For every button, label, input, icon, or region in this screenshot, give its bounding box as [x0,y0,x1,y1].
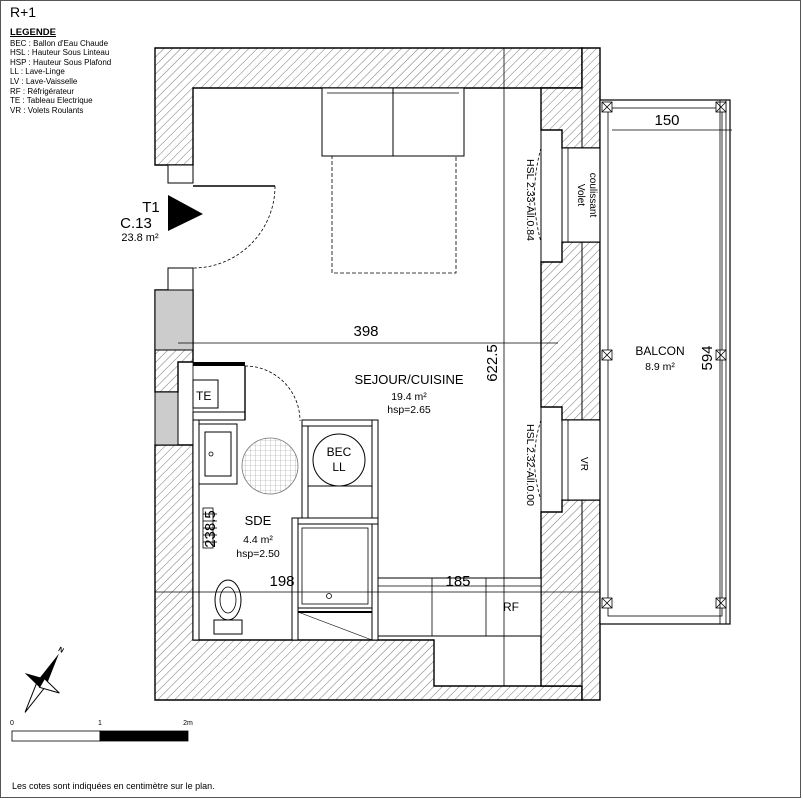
sde-area: 4.4 m² [243,534,273,546]
kitchen-counter [377,577,542,637]
entrance-arrow-icon [168,195,203,231]
vr-label: VR [578,457,589,471]
floor-label: R+1 [10,4,37,20]
scale-tick-2: 2m [183,720,193,727]
dim-balcon-width: 150 [654,112,679,129]
balcon-name: BALCON [635,344,684,358]
dim-balcon-length: 594 [699,345,716,370]
shower [297,523,373,641]
legend-title: LEGENDE [10,27,56,38]
rf-label: RF [503,600,519,614]
entry-door [168,185,276,269]
dim-sejour-depth: 622.5 [484,344,501,382]
sde-hsp: hsp=2.50 [236,548,280,560]
balcony [599,99,731,625]
legend-item: HSP : Hauteur Sous Plafond [10,57,112,67]
legend-item: BEC : Ballon d'Eau Chaude [10,38,109,48]
sde-name: SDE [245,513,272,528]
footnote: Les cotes sont indiquées en centimètre s… [12,781,215,791]
legend: LEGENDE BEC : Ballon d'Eau Chaude HSL : … [10,28,111,115]
dim-sde-width: 198 [269,573,294,590]
dimension-lines [155,48,732,686]
unit-ref: C.13 [120,215,152,232]
towel-rail [202,507,217,549]
scale-tick-1: 1 [98,720,102,727]
sejour-name: SEJOUR/CUISINE [354,372,463,387]
te-label: TE [196,389,211,403]
sejour-hsp: hsp=2.65 [387,404,431,416]
legend-item: VR : Volets Roulants [10,105,84,115]
legend-item: RF : Réfrigérateur [10,86,75,96]
svg-text:N: N [57,646,65,655]
legend-item: TE : Tableau Electrique [10,96,93,106]
legend-item: HSL : Hauteur Sous Linteau [10,48,110,58]
scale-bar [11,730,189,742]
unit-area: 23.8 m² [121,232,159,244]
dim-sde-height: 238.5 [202,510,219,548]
volet-label-1: Volet [575,184,586,206]
toilet [213,579,243,635]
hsl-bottom-label: HSL 2.32-All.0.00 [524,424,536,506]
scale-tick-0: 0 [10,720,14,727]
turning-circle [241,437,299,495]
dim-sejour-width: 398 [353,323,378,340]
legend-item: LL : Lave-Linge [10,67,65,77]
hsl-top-label: HSL 2.33-All.0.84 [524,159,536,241]
bathroom-door [244,365,301,422]
bed [321,87,465,274]
dim-kitchen-width: 185 [445,573,470,590]
bec-label: BEC [327,445,352,459]
north-compass-icon: N [24,646,65,713]
volet-label-2: coulissant [587,173,598,218]
legend-item: LV : Lave-Vaisselle [10,76,78,86]
ll-label: LL [332,460,346,474]
balcon-area: 8.9 m² [645,361,675,373]
sejour-area: 19.4 m² [391,391,427,403]
water-heater-washer-unit [307,425,373,487]
unit-type: T1 [142,199,160,216]
sink [198,423,238,485]
windows [534,147,601,501]
